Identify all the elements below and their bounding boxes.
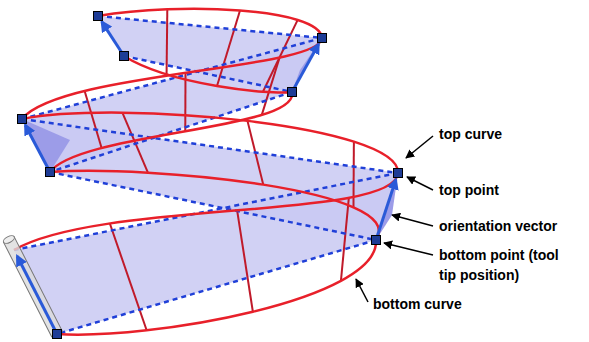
orientation-vector	[376, 180, 396, 240]
dashed-chord	[124, 56, 292, 92]
dashed-chords	[14, 16, 398, 334]
ruling-line	[166, 9, 169, 74]
dashed-chord	[50, 92, 292, 172]
leader-line	[407, 177, 433, 190]
leader-line	[384, 243, 433, 255]
ruling-line	[263, 20, 298, 92]
ruling-line	[262, 58, 280, 115]
dashed-chord	[57, 240, 376, 334]
bottom-curve	[57, 240, 376, 335]
callout-label: top curve	[438, 124, 503, 144]
leader-line	[406, 136, 433, 158]
ruling-line	[184, 73, 186, 131]
dashed-chord	[50, 172, 376, 240]
top-curve	[14, 173, 398, 250]
callout-label: bottom point (tool tip position)	[438, 245, 561, 285]
leader-line	[356, 279, 368, 302]
tool-cylinder	[2, 234, 62, 337]
dashed-chord	[22, 38, 322, 119]
ruling-line	[217, 11, 240, 87]
path-point	[372, 236, 381, 245]
ruling-line	[237, 210, 253, 311]
dashed-chord	[14, 173, 398, 250]
top-curve	[98, 9, 322, 38]
path-point	[18, 115, 27, 124]
bottom-curve	[50, 92, 292, 172]
orientation-vector	[25, 125, 50, 172]
ruling-line	[110, 223, 147, 330]
path-point	[53, 330, 62, 339]
ribbon-surface	[14, 16, 398, 334]
turn-patch	[22, 119, 70, 172]
callout-label: top point	[438, 180, 500, 200]
path-points	[18, 12, 403, 339]
orientation-vector	[102, 22, 124, 56]
dashed-chord	[98, 16, 322, 38]
ruling-line	[341, 198, 349, 281]
path-point	[46, 168, 55, 177]
bottom-curve	[50, 171, 379, 240]
orientation-vector	[17, 256, 57, 334]
turn-patch	[376, 173, 398, 240]
ribbon-patch	[14, 173, 398, 334]
orientation-vectors	[17, 22, 396, 334]
orientation-vector	[292, 44, 319, 92]
path-point	[318, 34, 327, 43]
ruling-lines	[85, 9, 354, 330]
path-point	[120, 52, 129, 61]
turn-patch	[292, 38, 322, 92]
leader-line	[392, 215, 433, 226]
callout-label: orientation vector	[438, 216, 558, 236]
path-point	[394, 169, 403, 178]
bottom-curve	[124, 56, 292, 93]
leader-lines	[356, 136, 433, 302]
top-curve	[22, 113, 398, 173]
path-point	[94, 12, 103, 21]
path-point	[288, 88, 297, 97]
boundary-curves	[14, 9, 398, 335]
callout-label: bottom curve	[372, 294, 463, 314]
top-curve	[22, 38, 322, 119]
